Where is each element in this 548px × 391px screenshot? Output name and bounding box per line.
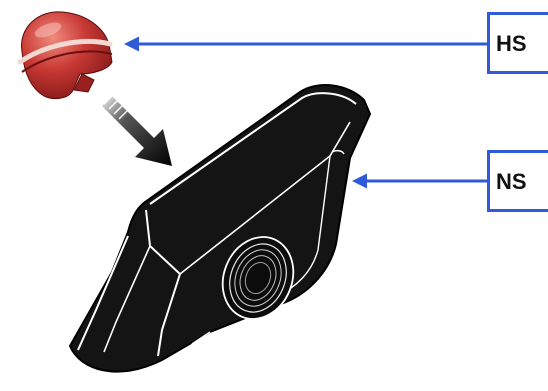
hs-label-text: HS (496, 31, 527, 56)
insert-motion-arrow (98, 91, 172, 166)
ns-label: NS (487, 150, 548, 212)
hammer-head-icon (17, 11, 113, 100)
hs-label: HS (487, 12, 548, 74)
ns-label-text: NS (496, 169, 527, 194)
threaded-hole (221, 236, 295, 320)
slot-nut-icon (68, 84, 372, 373)
